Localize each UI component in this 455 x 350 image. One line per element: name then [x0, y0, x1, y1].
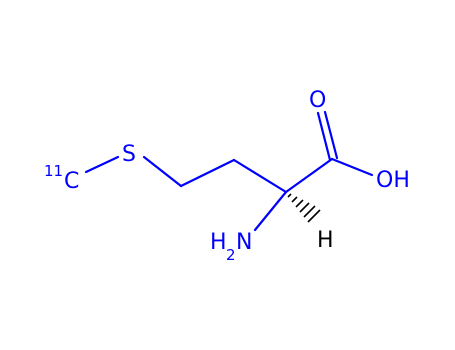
- bond-c11-s: [84, 155, 120, 174]
- bond-s-ch2: [142, 155, 183, 188]
- bond-ch2-calpha: [232, 158, 288, 194]
- amine-subscript-label: 2: [226, 246, 236, 264]
- bond-co-double-2: [323, 110, 339, 160]
- stereo-hashed-wedge: [287, 193, 321, 223]
- oxygen-carbonyl-label: O: [309, 88, 326, 113]
- hydroxyl-label: OH: [376, 168, 410, 193]
- amine-n-label: N: [236, 230, 252, 255]
- bond-calpha-cooh: [284, 157, 334, 194]
- bond-co-double-1: [316, 111, 332, 162]
- carbon-isotope-label: 11: [44, 162, 63, 180]
- carbon-label: C: [64, 169, 79, 194]
- sulfur-label: S: [122, 142, 136, 167]
- bond-ch2-ch2: [179, 158, 236, 188]
- amine-h-label: H: [210, 230, 227, 255]
- bond-c-oh: [330, 157, 374, 177]
- bond-calpha-n: [253, 190, 288, 232]
- stereo-hydrogen-label: H: [317, 228, 334, 253]
